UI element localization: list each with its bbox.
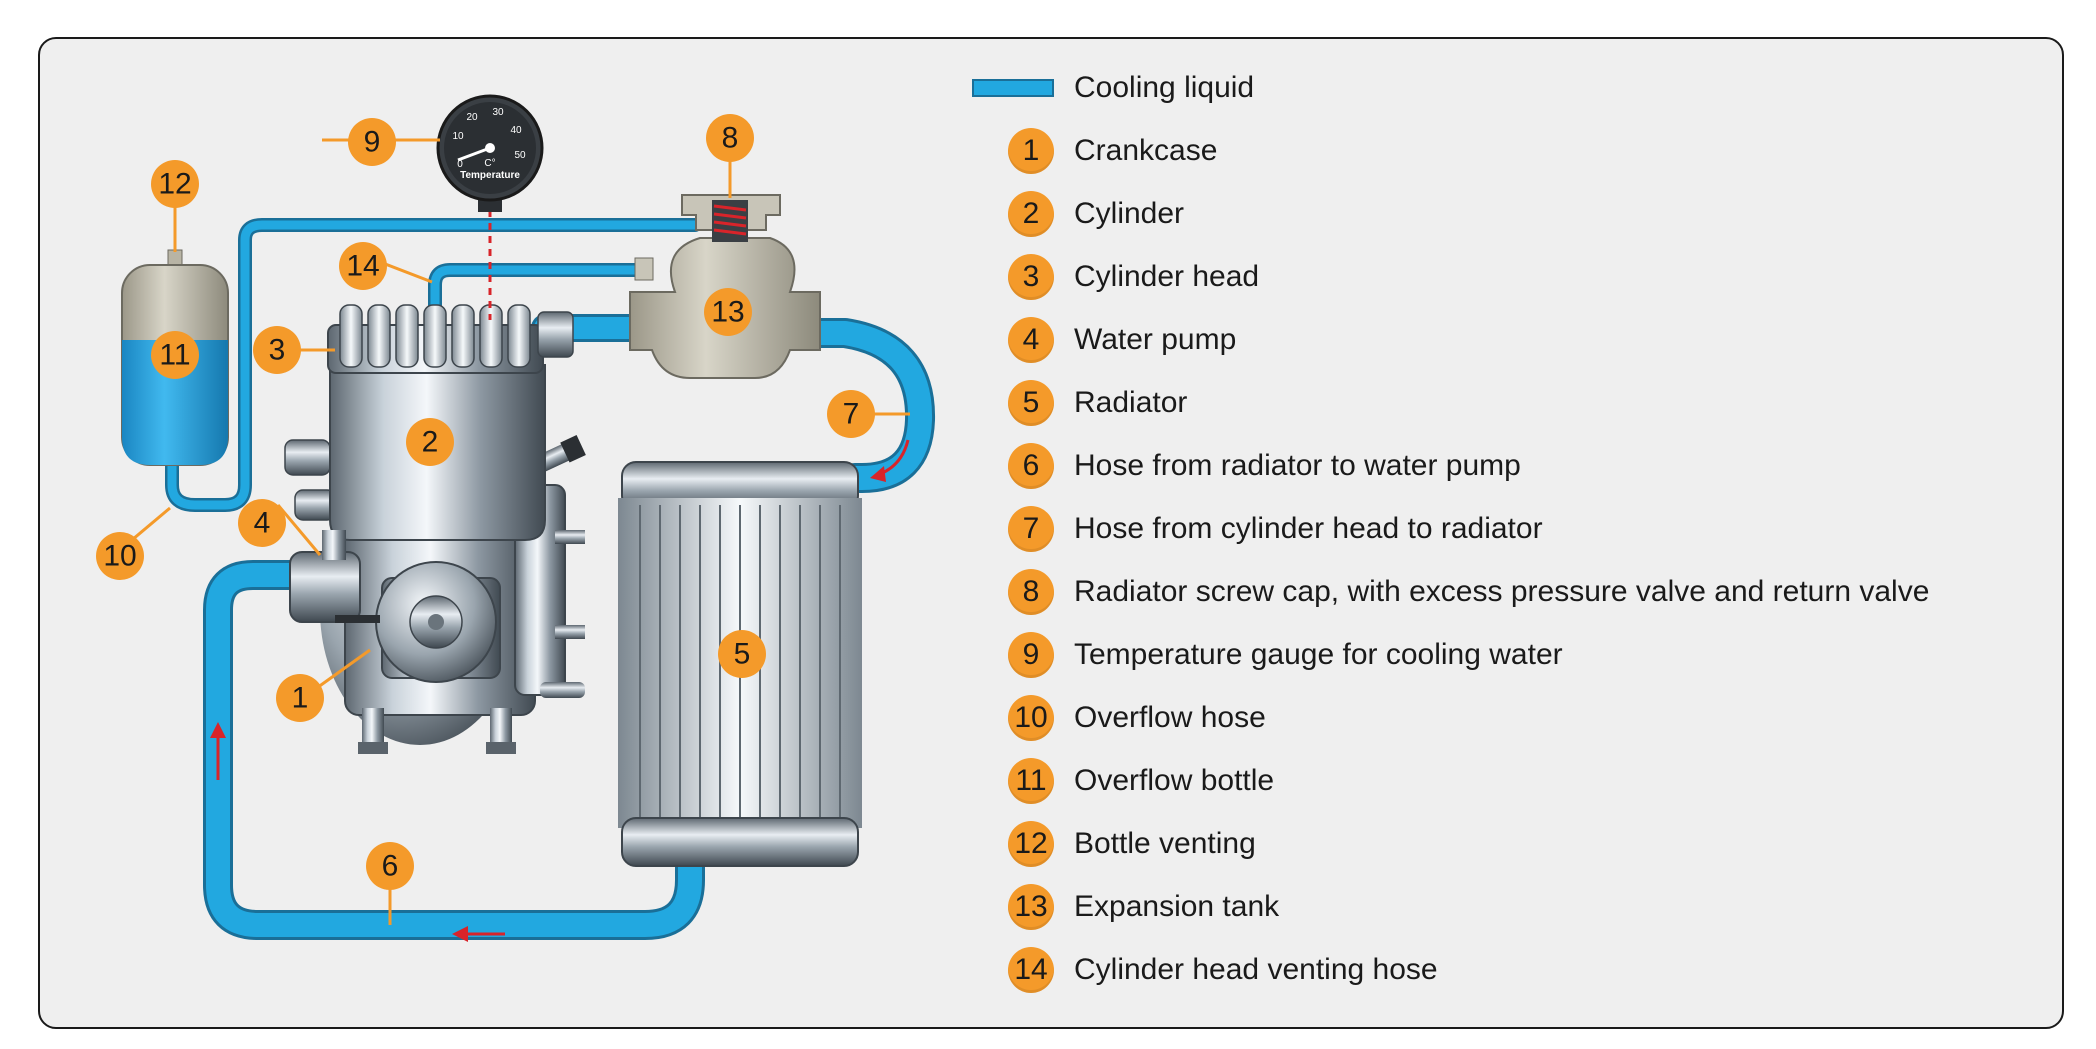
gauge-tick-40: 40 — [510, 125, 522, 136]
legend-badge: 5 — [1008, 380, 1054, 426]
callout-3: 3 — [253, 326, 301, 374]
legend-label: Temperature gauge for cooling water — [1074, 638, 1563, 671]
gauge-unit: C° — [484, 158, 495, 169]
gauge-tick-20: 20 — [466, 112, 478, 123]
legend-label: Bottle venting — [1074, 827, 1256, 860]
callout-8: 8 — [706, 114, 754, 162]
svg-text:4: 4 — [254, 507, 271, 540]
svg-text:10: 10 — [103, 540, 136, 573]
legend-badge: 2 — [1008, 191, 1054, 237]
legend-badge: 7 — [1008, 506, 1054, 552]
gauge-tick-30: 30 — [492, 107, 504, 118]
legend-row-9: 9 Temperature gauge for cooling water — [972, 629, 1563, 681]
hoses — [165, 218, 936, 940]
callouts: 12 11 10 4 3 14 9 2 1 8 13 7 5 6 — [96, 114, 875, 890]
legend-label: Radiator — [1074, 386, 1188, 419]
svg-text:13: 13 — [711, 296, 744, 329]
legend-badge: 8 — [1008, 569, 1054, 615]
svg-text:1: 1 — [292, 682, 309, 715]
legend-row-2: 2 Cylinder — [972, 188, 1184, 240]
legend-row-14: 14 Cylinder head venting hose — [972, 944, 1438, 996]
legend-label: Expansion tank — [1074, 890, 1280, 923]
legend-row-10: 10 Overflow hose — [972, 692, 1266, 744]
legend-row-3: 3 Cylinder head — [972, 251, 1259, 303]
gauge-tick-10: 10 — [452, 131, 464, 142]
svg-text:11: 11 — [159, 339, 190, 372]
legend-label: Radiator screw cap, with excess pressure… — [1074, 575, 1930, 608]
legend-badge: 14 — [1008, 947, 1054, 993]
radiator-screw-cap — [681, 194, 781, 242]
callout-9: 9 — [348, 118, 396, 166]
legend-row-cooling-liquid: Cooling liquid — [972, 62, 1254, 114]
callout-2: 2 — [406, 418, 454, 466]
legend-badge: 9 — [1008, 632, 1054, 678]
temperature-gauge: 0 10 20 30 40 50 C° Temperature — [436, 94, 544, 320]
callout-14: 14 — [339, 242, 387, 290]
callout-12: 12 — [151, 160, 199, 208]
legend-label: Cylinder head — [1074, 260, 1260, 293]
flow-arrows — [210, 439, 910, 942]
legend-label: Crankcase — [1074, 134, 1218, 167]
engine — [284, 304, 586, 754]
svg-text:2: 2 — [422, 426, 439, 459]
legend-label: Water pump — [1074, 323, 1237, 356]
hose-head-venting — [428, 263, 652, 317]
callout-11: 11 — [151, 331, 199, 379]
callout-10: 10 — [96, 532, 144, 580]
cooling-liquid-swatch — [972, 79, 1054, 97]
legend-row-1: 1 Crankcase — [972, 125, 1217, 177]
legend-badge: 6 — [1008, 443, 1054, 489]
legend-row-8: 8 Radiator screw cap, with excess pressu… — [972, 566, 1929, 618]
svg-text:9: 9 — [364, 126, 381, 159]
gauge-tick-0: 0 — [457, 159, 463, 170]
svg-text:14: 14 — [346, 250, 379, 283]
legend-badge: 11 — [1008, 758, 1054, 804]
legend-label: Cylinder head venting hose — [1074, 953, 1438, 986]
legend-badge: 12 — [1008, 821, 1054, 867]
callout-6: 6 — [366, 842, 414, 890]
legend-row-11: 11 Overflow bottle — [972, 755, 1274, 807]
callout-7: 7 — [827, 390, 875, 438]
callout-13: 13 — [704, 288, 752, 336]
legend-row-13: 13 Expansion tank — [972, 881, 1279, 933]
callout-5: 5 — [718, 630, 766, 678]
legend-label: Hose from cylinder head to radiator — [1074, 512, 1543, 545]
callout-1: 1 — [276, 674, 324, 722]
svg-text:3: 3 — [269, 334, 286, 367]
legend-row-6: 6 Hose from radiator to water pump — [972, 440, 1521, 492]
legend-row-12: 12 Bottle venting — [972, 818, 1256, 870]
svg-text:7: 7 — [843, 398, 860, 431]
legend-label: Cooling liquid — [1074, 71, 1255, 104]
svg-text:6: 6 — [382, 850, 399, 883]
legend-row-7: 7 Hose from cylinder head to radiator — [972, 503, 1543, 555]
svg-text:8: 8 — [722, 122, 739, 155]
legend-label: Hose from radiator to water pump — [1074, 449, 1521, 482]
legend-label: Overflow bottle — [1074, 764, 1275, 797]
gauge-caption: Temperature — [460, 170, 520, 181]
svg-text:5: 5 — [734, 638, 751, 671]
legend-label: Cylinder — [1074, 197, 1185, 230]
callout-4: 4 — [238, 499, 286, 547]
legend-badge: 13 — [1008, 884, 1054, 930]
legend-row-5: 5 Radiator — [972, 377, 1187, 429]
legend-label: Overflow hose — [1074, 701, 1266, 734]
gauge-tick-50: 50 — [514, 150, 526, 161]
legend-badge: 4 — [1008, 317, 1054, 363]
legend-badge: 1 — [1008, 128, 1054, 174]
legend-badge: 10 — [1008, 695, 1054, 741]
legend-row-4: 4 Water pump — [972, 314, 1236, 366]
svg-text:12: 12 — [158, 168, 191, 201]
legend-badge: 3 — [1008, 254, 1054, 300]
